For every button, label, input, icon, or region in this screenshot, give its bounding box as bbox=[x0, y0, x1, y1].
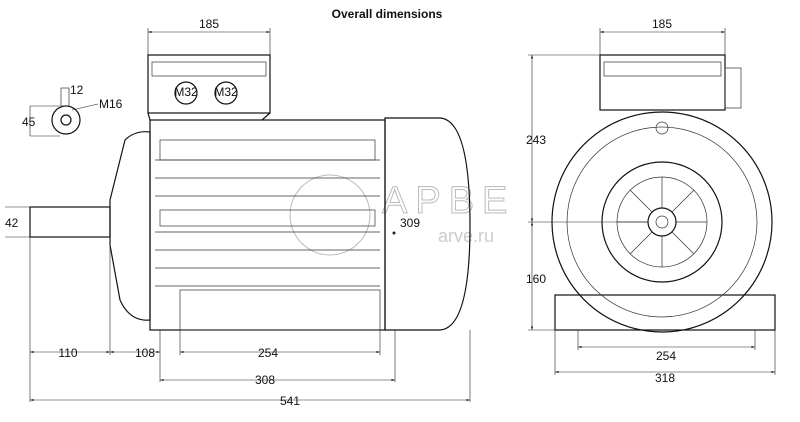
svg-text:M32: M32 bbox=[214, 85, 238, 99]
watermark-logo: АРВЕ bbox=[382, 180, 515, 222]
fan-cover bbox=[384, 117, 471, 331]
dim-front-box-width: 185 bbox=[652, 17, 672, 31]
terminal-box bbox=[599, 54, 726, 111]
dim-foot-hole-spacing: 254 bbox=[258, 346, 278, 360]
cable-gland bbox=[174, 81, 198, 105]
dim-shoulder-to-foot: 108 bbox=[135, 346, 155, 360]
foot-base bbox=[554, 294, 776, 331]
dim-key-height: 45 bbox=[22, 115, 36, 129]
side-dimensions: 185 42 309 110 108 254 308 541 bbox=[5, 17, 471, 408]
dim-overall-diameter: 309 bbox=[400, 216, 420, 230]
dim-terminal-box-width: 185 bbox=[199, 17, 219, 31]
front-view bbox=[551, 54, 776, 333]
watermark-site: arve.ru bbox=[438, 226, 494, 246]
dim-overall-length: 541 bbox=[280, 394, 300, 408]
dim-front-foot-hole-spacing: 254 bbox=[656, 349, 676, 363]
watermark: АРВЕ arve.ru bbox=[289, 174, 515, 256]
thread-label: M16 bbox=[99, 97, 123, 111]
drawing-title: Overall dimensions bbox=[332, 7, 443, 21]
cable-gland bbox=[724, 67, 742, 109]
terminal-box bbox=[147, 54, 271, 114]
end-shield bbox=[109, 131, 151, 321]
svg-text:M32: M32 bbox=[174, 85, 198, 99]
shaft bbox=[29, 206, 111, 238]
foot bbox=[179, 289, 381, 331]
dim-shaft-length: 110 bbox=[58, 346, 77, 360]
dim-foot-length: 308 bbox=[255, 373, 275, 387]
dim-foot-width: 318 bbox=[655, 371, 675, 385]
side-view: M32 M32 bbox=[29, 54, 471, 331]
shaft-end bbox=[647, 207, 677, 237]
stator-body bbox=[149, 119, 386, 331]
dim-key-width: 12 bbox=[70, 83, 84, 97]
front-dimensions: 185 243 160 254 318 bbox=[526, 17, 776, 385]
dim-total-height: 243 bbox=[526, 133, 546, 147]
dim-shaft-height: 160 bbox=[526, 272, 546, 286]
shaft-end-detail: 12 45 M16 bbox=[22, 83, 123, 137]
dim-shaft-diameter: 42 bbox=[5, 216, 19, 230]
cable-gland bbox=[214, 81, 238, 105]
